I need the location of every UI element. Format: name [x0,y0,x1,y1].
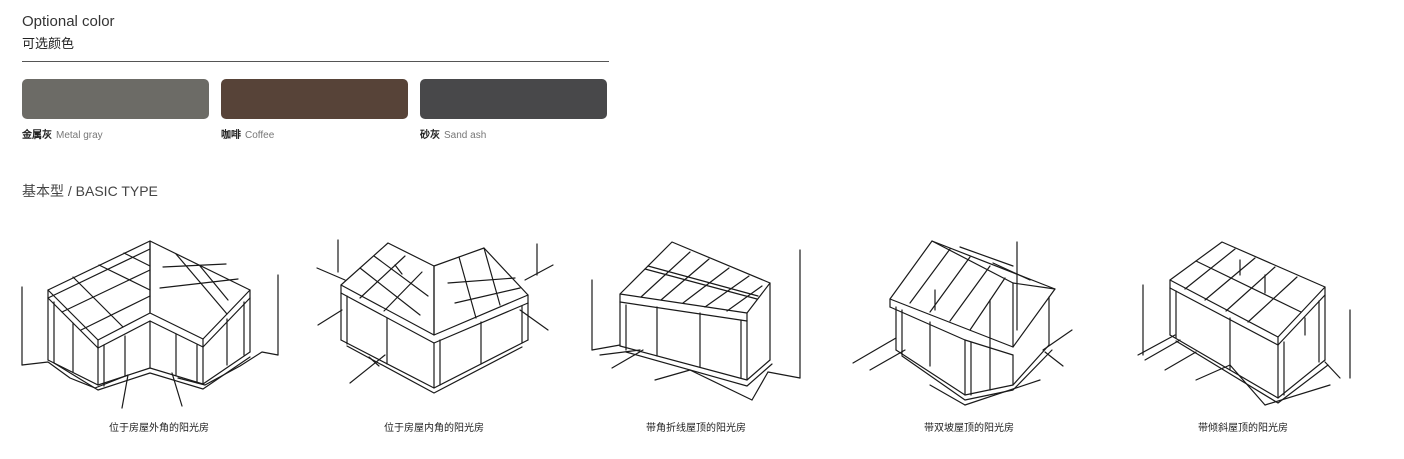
color-swatch-coffee[interactable] [221,79,408,119]
folded-roof-sunroom-drawing-icon [591,241,801,401]
caption-outer-corner: 位于房屋外角的阳光房 [109,423,209,434]
color-swatch-metal-gray[interactable] [22,79,209,119]
swatch-label-metal-gray: 金属灰 Metal gray [22,126,103,141]
outer-corner-sunroom-drawing-icon [21,240,279,409]
swatch-name-en: Metal gray [56,130,103,141]
sloped-roof-sunroom-drawing-icon [1137,241,1351,406]
swatch-label-coffee: 咖啡 Coffee [221,126,274,141]
color-swatch-sand-ash[interactable] [420,79,607,119]
color-section-title-en: Optional color [22,13,115,30]
swatch-name-zh: 金属灰 [22,130,52,141]
swatch-name-zh: 砂灰 [420,130,440,141]
caption-gable-roof: 带双坡屋顶的阳光房 [924,423,1014,434]
swatch-name-zh: 咖啡 [221,130,241,141]
color-section-title-zh: 可选颜色 [22,36,75,51]
basic-type-title: 基本型 / BASIC TYPE [22,183,158,199]
caption-sloped-roof: 带倾斜屋顶的阳光房 [1198,423,1288,434]
inner-corner-sunroom-drawing-icon [316,239,554,394]
divider [22,61,609,62]
caption-folded-roof: 带角折线屋顶的阳光房 [646,423,746,434]
swatch-name-en: Sand ash [444,130,487,141]
swatch-name-en: Coffee [245,130,275,141]
caption-inner-corner: 位于房屋内角的阳光房 [384,423,484,434]
gable-roof-sunroom-drawing-icon [852,240,1073,406]
swatch-label-sand-ash: 砂灰 Sand ash [420,126,486,141]
